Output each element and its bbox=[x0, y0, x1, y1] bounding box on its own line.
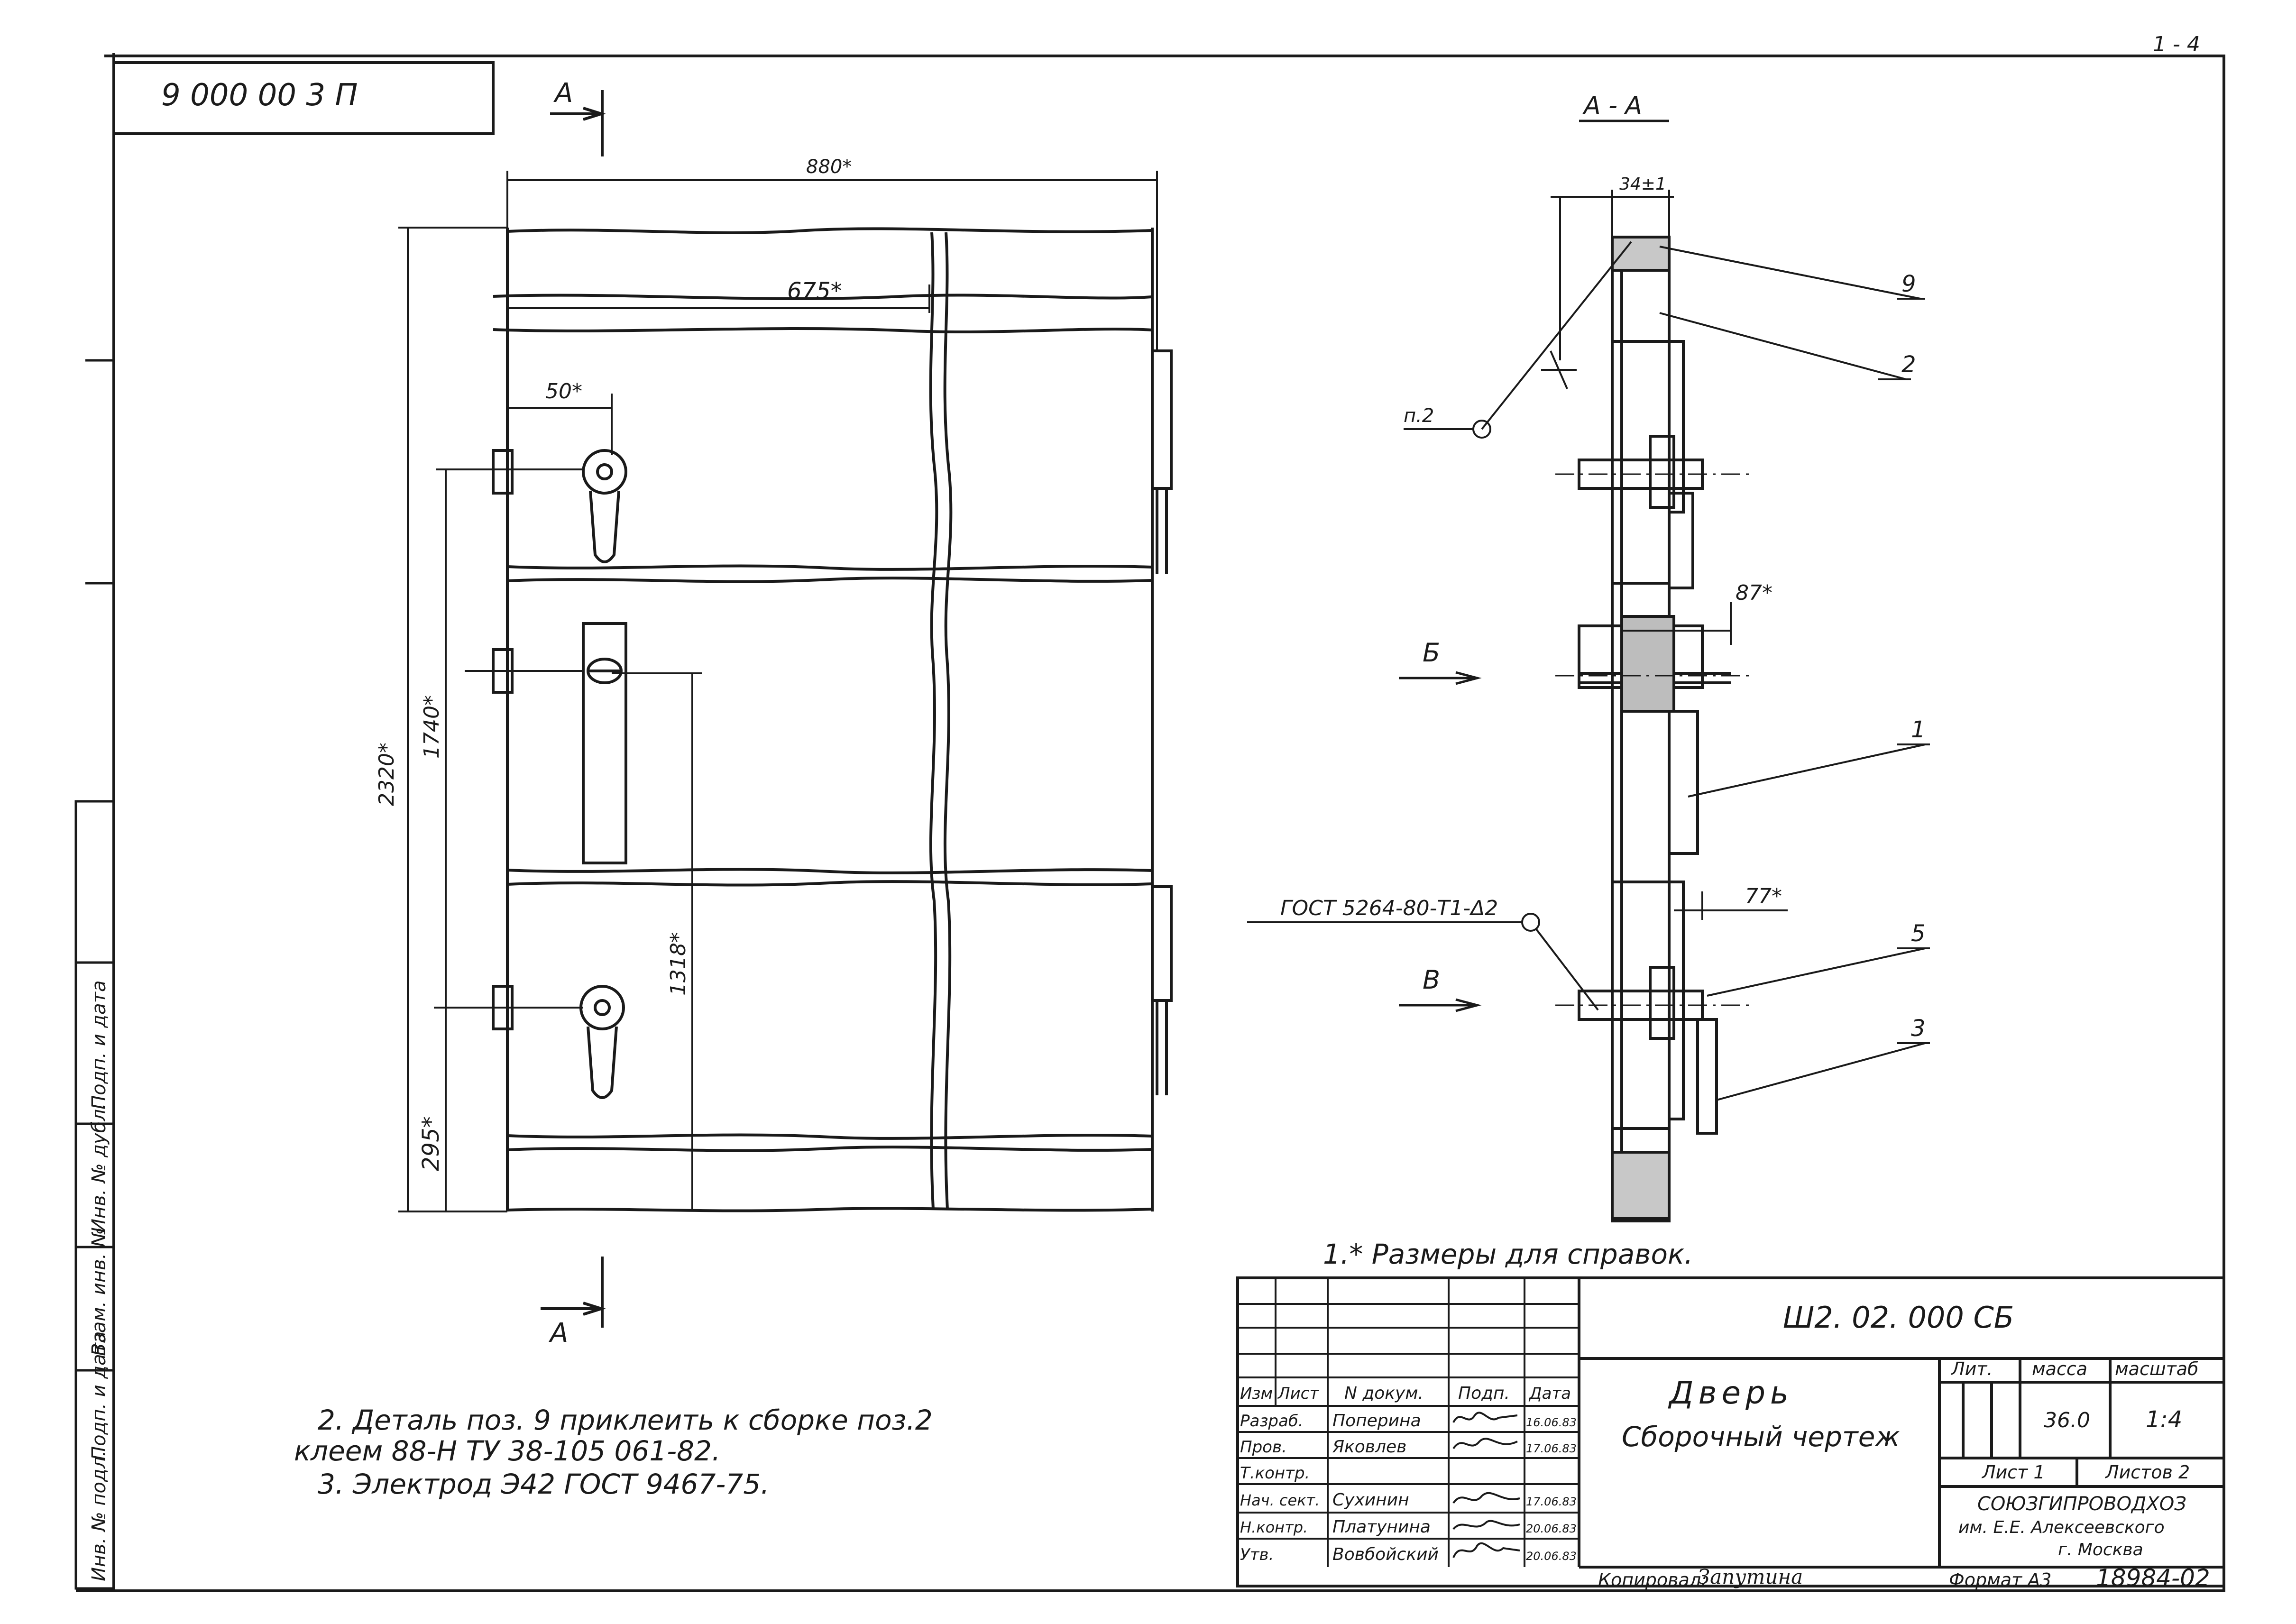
sign-date: 17.06.83 bbox=[1526, 1495, 1577, 1508]
scale-value: 1:4 bbox=[2146, 1406, 2182, 1433]
signer-name: Сухинин bbox=[1332, 1490, 1409, 1510]
drawing-subtitle: Сборочный чертеж bbox=[1622, 1421, 1900, 1453]
sign-date: 20.06.83 bbox=[1526, 1550, 1577, 1563]
view-arrow-v bbox=[1399, 998, 1482, 1012]
format-label: Формат А3 bbox=[1949, 1569, 2051, 1590]
dim-inner-width: 675* bbox=[787, 278, 842, 304]
drawing-name: Дверь bbox=[1668, 1375, 1793, 1411]
dim-overall-height: 2320* bbox=[375, 743, 399, 806]
role: Разраб. bbox=[1240, 1412, 1304, 1431]
callout-leaders bbox=[1659, 246, 1930, 1101]
signer-name: Вовбойский bbox=[1332, 1545, 1439, 1564]
section-title: А - А bbox=[1582, 92, 1642, 120]
archive-number: 18984-02 bbox=[2096, 1564, 2210, 1592]
strip-label: Инв. № подл. bbox=[88, 1450, 110, 1581]
section-dimension-lines bbox=[1551, 190, 1788, 920]
dim-overall-width: 880* bbox=[806, 156, 852, 178]
signer-name: Яковлев bbox=[1332, 1437, 1406, 1457]
strip-label: Взам. инв. № bbox=[88, 1227, 110, 1356]
dim-295: 295* bbox=[418, 1116, 444, 1171]
mass-label: масса bbox=[2032, 1358, 2087, 1379]
dim-handle-offset: 50* bbox=[545, 379, 582, 404]
left-approval-strip bbox=[74, 359, 115, 1590]
title-block-signatures: Разраб. Поперина 16.06.83 Пров. Яковлев … bbox=[1240, 1411, 1577, 1564]
scale-label: масштаб bbox=[2115, 1358, 2198, 1379]
callout-9: 9 bbox=[1901, 271, 1916, 297]
sheet-number: 1 - 4 bbox=[2153, 32, 2200, 56]
note-2a: 2. Деталь поз. 9 приклеить к сборке поз.… bbox=[318, 1404, 933, 1436]
weld-gost: ГОСТ 5264-80-Т1-Δ2 bbox=[1280, 896, 1498, 920]
top-left-stamp: 9 000 00 3 П bbox=[161, 78, 358, 113]
drawing-designation: Ш2. 02. 000 СБ bbox=[1783, 1300, 2014, 1335]
door-front-view bbox=[493, 227, 1173, 1212]
dim-87: 87* bbox=[1736, 581, 1773, 605]
callout-5: 5 bbox=[1911, 920, 1926, 947]
weld-ref: п.2 bbox=[1404, 405, 1434, 427]
dim-profile-width: 34±1 bbox=[1619, 174, 1666, 194]
handwritten-signatures bbox=[1452, 1412, 1520, 1558]
role: Пров. bbox=[1240, 1438, 1287, 1457]
dim-1740: 1740* bbox=[420, 695, 444, 759]
org-city: г. Москва bbox=[2058, 1540, 2143, 1560]
sheet-label: Лист 1 bbox=[1981, 1462, 2045, 1483]
section-mark-top bbox=[550, 90, 606, 156]
header-podp: Подп. bbox=[1458, 1384, 1510, 1403]
sign-date: 17.06.83 bbox=[1526, 1442, 1577, 1455]
dim-1318: 1318* bbox=[666, 932, 690, 996]
callout-2: 2 bbox=[1901, 351, 1916, 378]
left-strip-labels: Инв. № подл. Подп. и дата Взам. инв. № И… bbox=[88, 981, 110, 1581]
copied-label: Копировал: bbox=[1598, 1569, 1707, 1590]
dim-77: 77* bbox=[1745, 884, 1782, 908]
org-name: СОЮЗГИПРОВОДХОЗ bbox=[1977, 1493, 2186, 1515]
strip-label: Инв. № дубл. bbox=[88, 1103, 110, 1233]
note-1: 1.* Размеры для справок. bbox=[1323, 1238, 1693, 1270]
sign-date: 20.06.83 bbox=[1526, 1522, 1577, 1535]
callout-1: 1 bbox=[1911, 716, 1926, 743]
header-izm: Изм bbox=[1240, 1384, 1273, 1403]
role: Т.контр. bbox=[1240, 1464, 1310, 1483]
title-block-headers: Изм Лист N докум. Подп. Дата bbox=[1240, 1384, 1571, 1403]
role: Нач. сект. bbox=[1240, 1491, 1320, 1509]
callout-3: 3 bbox=[1911, 1015, 1926, 1042]
strip-label: Подп. и дата bbox=[88, 981, 110, 1110]
mass-value: 36.0 bbox=[2044, 1408, 2090, 1432]
view-b-label: Б bbox=[1423, 638, 1440, 668]
org-line2: им. Е.Е. Алексеевского bbox=[1958, 1518, 2165, 1537]
copied-by: Запутина bbox=[1698, 1565, 1803, 1588]
latch-bottom bbox=[492, 985, 625, 1099]
note-3: 3. Электрод Э42 ГОСТ 9467-75. bbox=[318, 1468, 770, 1500]
weld-leader bbox=[1247, 241, 1632, 1011]
latch-middle-bar bbox=[492, 622, 627, 864]
title-block-grid bbox=[1238, 1278, 1579, 1567]
section-door-profile bbox=[1578, 236, 1731, 1222]
role: Утв. bbox=[1240, 1545, 1274, 1564]
view-v-label: В bbox=[1423, 965, 1440, 995]
latch-top bbox=[492, 449, 627, 563]
view-arrow-b bbox=[1399, 671, 1482, 685]
section-mark-bottom bbox=[541, 1257, 606, 1328]
signer-name: Поперина bbox=[1332, 1411, 1421, 1431]
header-list: Лист bbox=[1277, 1384, 1319, 1403]
lit-label: Лит. bbox=[1950, 1358, 1993, 1379]
front-dimension-lines bbox=[398, 171, 1158, 1212]
header-ndokum: N докум. bbox=[1344, 1384, 1424, 1403]
note-2b: клеем 88-Н ТУ 38-105 061-82. bbox=[294, 1435, 720, 1467]
sign-date: 16.06.83 bbox=[1526, 1416, 1577, 1429]
sheets-label: Листов 2 bbox=[2104, 1462, 2190, 1483]
section-mark-label-top: А bbox=[553, 78, 573, 109]
role: Н.контр. bbox=[1240, 1518, 1308, 1536]
header-data: Дата bbox=[1528, 1384, 1571, 1403]
section-mark-label-bottom: А bbox=[549, 1318, 568, 1349]
section-centerlines bbox=[1555, 473, 1754, 1006]
front-dimension-texts: 880* 675* 50* 2320* 1740* 1318* 295* bbox=[375, 156, 852, 1171]
strip-label: Подп. и дата bbox=[88, 1331, 110, 1460]
signer-name: Платунина bbox=[1332, 1517, 1431, 1537]
